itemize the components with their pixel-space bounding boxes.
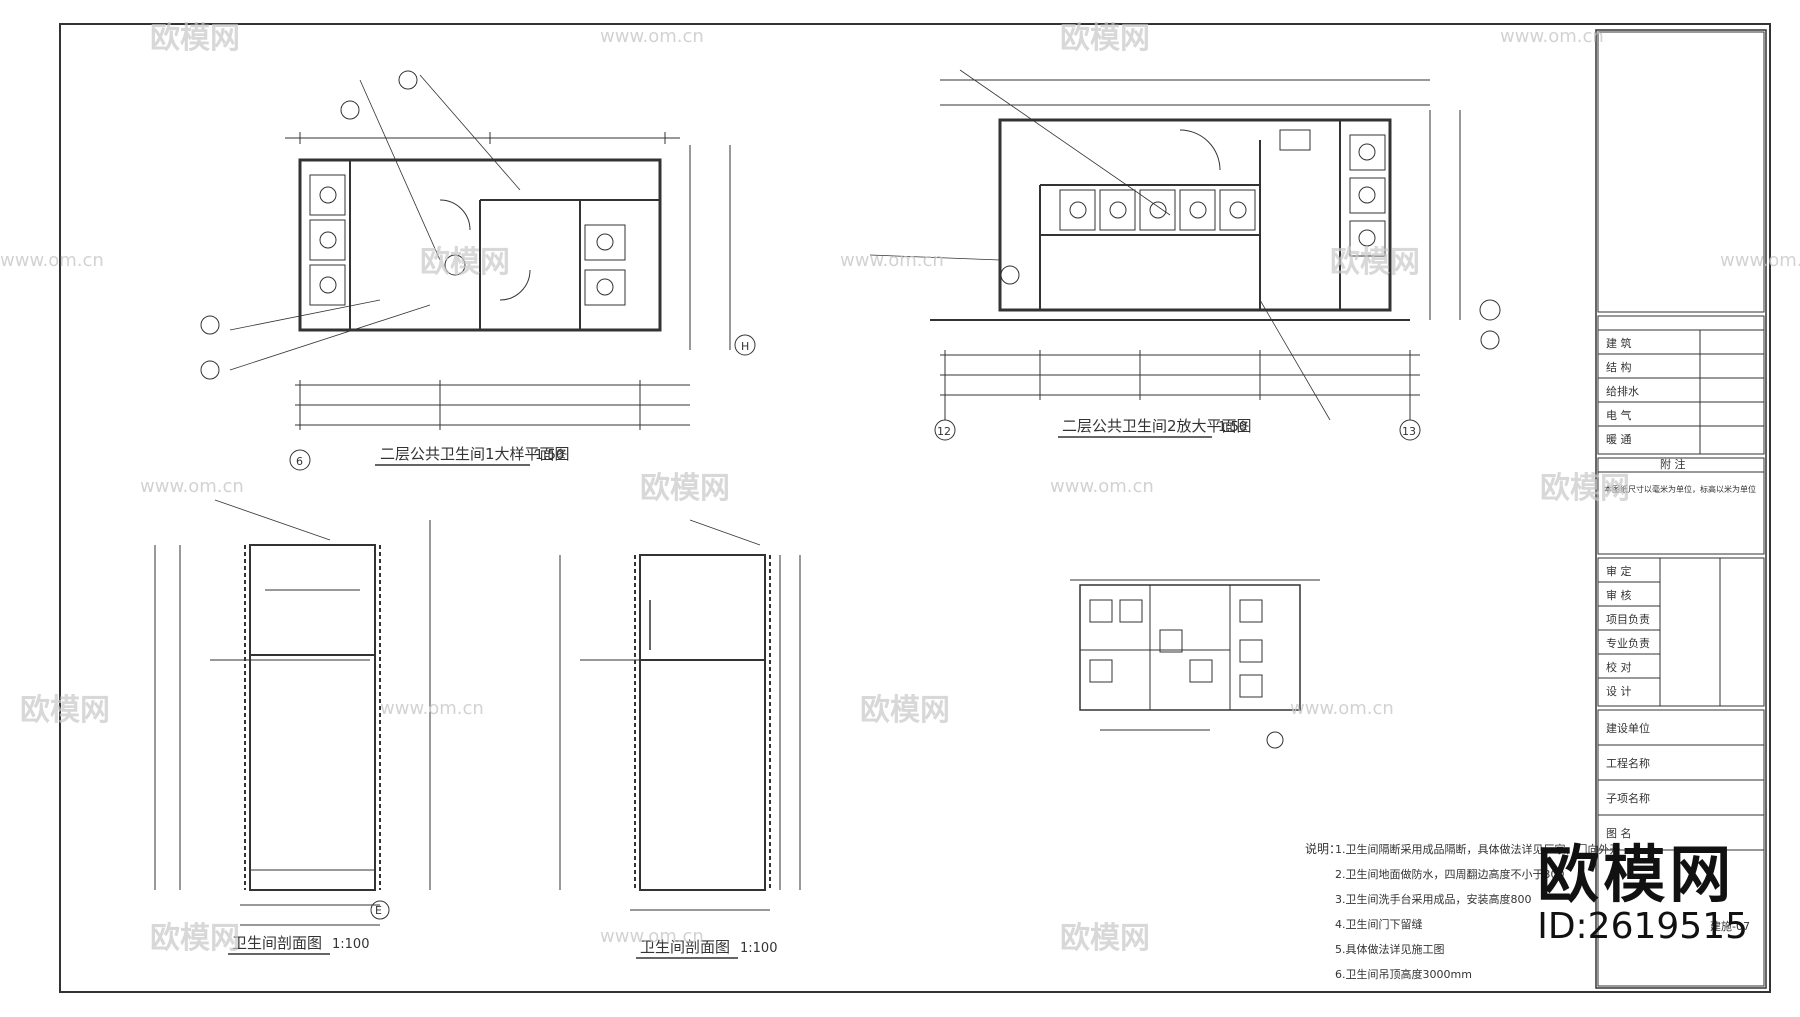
watermark-brand: 欧模网	[150, 21, 240, 56]
plan-2-scale: 1:50	[1218, 420, 1247, 435]
section-2-scale: 1:100	[740, 941, 777, 956]
plan-1-axis-left: 6	[296, 455, 303, 468]
plan-1	[200, 70, 756, 471]
sheet-border	[59, 23, 1771, 993]
section-1-axis: E	[375, 904, 382, 917]
tb-project-label-2: 工程名称	[1606, 756, 1650, 770]
note-5: 5.具体做法详见施工图	[1335, 942, 1445, 956]
note-4: 4.卫生间门下留缝	[1335, 917, 1423, 931]
title-block-text: 建 筑 结 构 给排水 电 气 暖 通 附 注 本图纸尺寸以毫米为单位，标高以米…	[1604, 336, 1756, 933]
watermark-url: www.om.cn	[1050, 476, 1154, 497]
notes-block: 说明： 1.卫生间隔断采用成品隔断，具体做法详见厂家，门向外开 2.卫生间地面做…	[1305, 841, 1621, 981]
plan-2-axis-left: 12	[937, 425, 951, 438]
tb-row-label-4: 电 气	[1606, 408, 1632, 422]
tb-project-label-3: 子项名称	[1606, 791, 1650, 805]
watermark-layer: 欧模网 欧模网 欧模网 欧模网 欧模网 欧模网 欧模网 欧模网 欧模网 欧模网	[20, 21, 1630, 956]
tb-signer-3: 项目负责	[1606, 612, 1650, 626]
watermark-url-layer: www.om.cn www.om.cn www.om.cn www.om.cn …	[0, 26, 1800, 947]
tb-row-label-1: 建 筑	[1606, 336, 1632, 350]
watermark-url: www.om.cn	[380, 698, 484, 719]
plan-2-axis-right: 13	[1402, 425, 1416, 438]
watermark-url: www.om.cn	[600, 926, 704, 947]
watermark-url: www.om.cn	[1720, 250, 1800, 271]
tb-row-label-2: 结 构	[1606, 360, 1632, 374]
watermark-brand: 欧模网	[420, 245, 510, 280]
tb-project-label-4: 图 名	[1606, 826, 1632, 840]
watermark-brand: 欧模网	[1060, 21, 1150, 56]
tb-row-label-3: 给排水	[1606, 384, 1639, 398]
plan-2-title: 二层公共卫生间2放大平面图	[1062, 417, 1252, 435]
note-2: 2.卫生间地面做防水，四周翻边高度不小于300	[1335, 867, 1565, 881]
watermark-url: www.om.cn	[840, 250, 944, 271]
title-block	[1595, 29, 1767, 989]
tb-project-label-1: 建设单位	[1606, 721, 1650, 735]
watermark-brand: 欧模网	[1330, 245, 1420, 280]
watermark-url: www.om.cn	[600, 26, 704, 47]
tb-remarks-heading: 附 注	[1660, 457, 1686, 471]
note-3: 3.卫生间洗手台采用成品，安装高度800	[1335, 892, 1532, 906]
watermark-brand: 欧模网	[1540, 471, 1630, 506]
watermark-brand: 欧模网	[640, 471, 730, 506]
watermark-url: www.om.cn	[1500, 26, 1604, 47]
tb-signer-6: 设 计	[1606, 685, 1632, 698]
watermark-brand: 欧模网	[1060, 921, 1150, 956]
tb-signer-2: 审 核	[1606, 588, 1632, 602]
section-1-title: 卫生间剖面图	[232, 934, 322, 952]
watermark-url: www.om.cn	[1290, 698, 1394, 719]
tb-remarks-text: 本图纸尺寸以毫米为单位，标高以米为单位	[1604, 484, 1756, 494]
watermark-url: www.om.cn	[0, 250, 104, 271]
watermark-brand: 欧模网	[860, 693, 950, 728]
tb-signer-4: 专业负责	[1606, 636, 1650, 650]
tb-signer-5: 校 对	[1606, 660, 1632, 674]
section-1-scale: 1:100	[332, 937, 369, 952]
section-2-title: 卫生间剖面图	[640, 938, 730, 956]
tb-signer-1: 审 定	[1606, 564, 1632, 578]
note-1: 1.卫生间隔断采用成品隔断，具体做法详见厂家，门向外开	[1335, 842, 1621, 856]
tb-row-label-5: 暖 通	[1606, 433, 1632, 446]
plan-2	[869, 69, 1501, 441]
plan-1-title: 二层公共卫生间1大样平面图	[380, 445, 570, 463]
tb-sheet-no: 建施-07	[1710, 919, 1750, 933]
watermark-brand: 欧模网	[150, 921, 240, 956]
plan-1-scale: 1:50	[535, 448, 564, 463]
section-1	[154, 499, 431, 926]
plan-1-axis-right: H	[741, 340, 749, 353]
note-6: 6.卫生间吊顶高度3000mm	[1335, 967, 1472, 981]
watermark-url: www.om.cn	[140, 476, 244, 497]
notes-heading: 说明：	[1305, 841, 1341, 856]
key-plan	[1070, 579, 1320, 749]
section-2	[559, 519, 801, 911]
watermark-brand: 欧模网	[20, 693, 110, 728]
